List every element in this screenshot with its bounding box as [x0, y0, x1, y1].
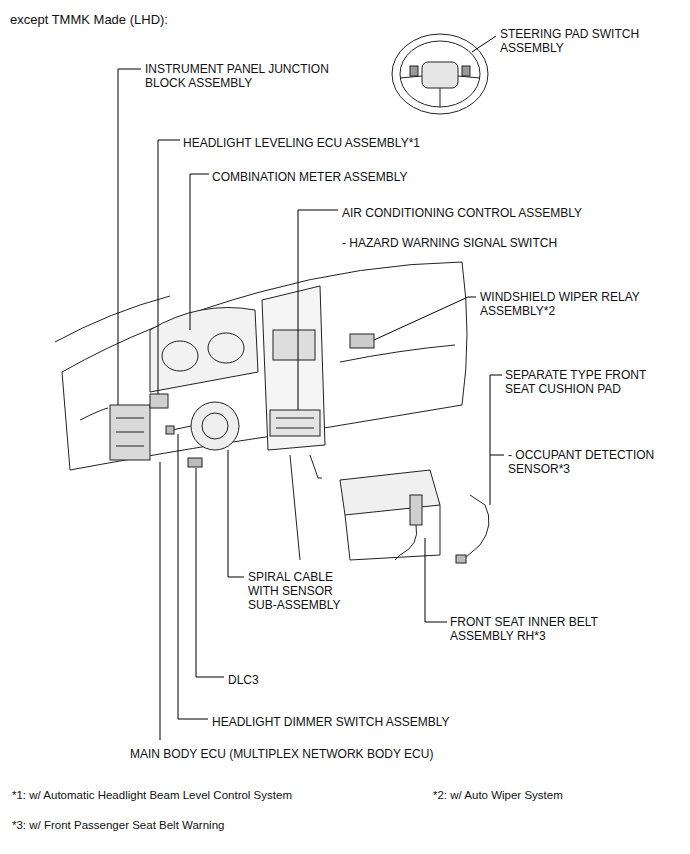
- seat-belt-buckle: [395, 495, 422, 560]
- label-slot: SPIRAL CABLE WITH SENSOR SUB-ASSEMBLY: [248, 570, 362, 613]
- console-part: [290, 455, 300, 560]
- console-part: [345, 505, 440, 560]
- center-stack: [262, 286, 325, 450]
- combination-meter: [150, 308, 258, 393]
- console-part: [310, 455, 322, 478]
- part-label: DLC3: [228, 673, 259, 687]
- label-slot: AIR CONDITIONING CONTROL ASSEMBLY: [342, 203, 582, 221]
- label-slot: COMBINATION METER ASSEMBLY: [212, 167, 408, 185]
- combination-meter-part: [162, 341, 198, 371]
- part-label: WINDSHIELD WIPER RELAY ASSEMBLY*2: [480, 290, 670, 318]
- dashboard-part: [62, 372, 70, 470]
- junction-block-part: [116, 418, 144, 419]
- dlc3-connector: [188, 458, 202, 467]
- label-slot: *2: w/ Auto Wiper System: [433, 785, 563, 803]
- label-slot: WINDSHIELD WIPER RELAY ASSEMBLY*2: [480, 290, 670, 319]
- label-slot: - OCCUPANT DETECTION SENSOR*3: [508, 448, 680, 477]
- dashboard-part: [462, 262, 467, 405]
- label-slot: STEERING PAD SWITCH ASSEMBLY: [500, 27, 676, 56]
- label-slot: INSTRUMENT PANEL JUNCTION BLOCK ASSEMBLY: [145, 62, 351, 91]
- steering-wheel-inset-part: [410, 66, 418, 76]
- part-label: HEADLIGHT LEVELING ECU ASSEMBLY*1: [183, 136, 420, 150]
- occupant-sensor-part: [456, 555, 466, 563]
- leader-lines: [118, 36, 504, 740]
- leader-lines-part: [490, 375, 502, 505]
- junction-block-part: [116, 446, 144, 447]
- center-stack-part: [276, 418, 314, 419]
- sub-part-label: - HAZARD WARNING SIGNAL SWITCH: [342, 236, 557, 250]
- label-slot: - HAZARD WARNING SIGNAL SWITCH: [342, 233, 557, 251]
- junction-block-part: [110, 405, 150, 460]
- junction-block: [110, 405, 150, 460]
- leader-lines-part: [118, 69, 141, 405]
- part-label: MAIN BODY ECU (MULTIPLEX NETWORK BODY EC…: [130, 747, 433, 761]
- console: [290, 455, 440, 560]
- steering-wheel-inset-part: [462, 66, 470, 76]
- steering-wheel-inset-part: [400, 41, 480, 107]
- label-slot: SEPARATE TYPE FRONT SEAT CUSHION PAD: [505, 368, 677, 397]
- center-stack-part: [262, 286, 325, 450]
- part-label: AIR CONDITIONING CONTROL ASSEMBLY: [342, 206, 582, 220]
- part-label: STEERING PAD SWITCH ASSEMBLY: [500, 27, 676, 55]
- steering-column: [166, 402, 239, 450]
- part-label: SEPARATE TYPE FRONT SEAT CUSHION PAD: [505, 368, 677, 396]
- leader-lines-part: [178, 434, 208, 719]
- title-slot: except TMMK Made (LHD):: [10, 10, 168, 28]
- steering-column-part: [172, 426, 191, 430]
- leader-lines-part: [490, 455, 504, 456]
- label-slot: *1: w/ Automatic Headlight Beam Level Co…: [12, 785, 292, 803]
- seat-belt-buckle-part: [410, 495, 422, 525]
- seat-belt-buckle-part: [395, 525, 417, 560]
- dashboard-part: [70, 405, 462, 470]
- steering-column-part: [191, 402, 239, 450]
- part-label: HEADLIGHT DIMMER SWITCH ASSEMBLY: [212, 715, 450, 729]
- label-slot: HEADLIGHT DIMMER SWITCH ASSEMBLY: [212, 712, 450, 730]
- part-label: COMBINATION METER ASSEMBLY: [212, 170, 408, 184]
- junction-block-part: [116, 432, 144, 433]
- label-slot: HEADLIGHT LEVELING ECU ASSEMBLY*1: [183, 133, 420, 151]
- leveling-ecu: [150, 394, 168, 408]
- leader-lines-part: [158, 140, 180, 394]
- combination-meter-part: [208, 333, 244, 363]
- combination-meter-part: [150, 308, 258, 393]
- part-label: SPIRAL CABLE WITH SENSOR SUB-ASSEMBLY: [248, 570, 362, 612]
- occupant-sensor: [456, 495, 489, 563]
- dashboard-part: [80, 408, 108, 420]
- console-part: [340, 470, 440, 515]
- label-slot: *3: w/ Front Passenger Seat Belt Warning: [12, 815, 224, 833]
- steering-wheel-inset-part: [440, 88, 441, 107]
- steering-wheel-inset: [392, 34, 488, 114]
- footnote: *2: w/ Auto Wiper System: [433, 788, 563, 802]
- part-label: FRONT SEAT INNER BELT ASSEMBLY RH*3: [450, 615, 640, 643]
- label-slot: MAIN BODY ECU (MULTIPLEX NETWORK BODY EC…: [130, 744, 433, 762]
- dashboard: [55, 262, 467, 470]
- wiper-relay: [350, 334, 374, 348]
- steering-wheel-inset-part: [392, 34, 488, 114]
- leader-lines-part: [190, 174, 209, 330]
- leader-lines-part: [298, 210, 338, 410]
- page-title: except TMMK Made (LHD):: [10, 13, 168, 27]
- center-stack-part: [273, 330, 315, 360]
- steering-wheel-inset-part: [422, 62, 458, 88]
- leader-lines-part: [374, 297, 476, 340]
- leader-lines-part: [160, 462, 161, 740]
- sub-part-label: - OCCUPANT DETECTION SENSOR*3: [508, 448, 680, 476]
- center-stack-part: [276, 428, 314, 429]
- label-slot: FRONT SEAT INNER BELT ASSEMBLY RH*3: [450, 615, 640, 644]
- steering-column-part: [166, 426, 174, 434]
- footnote: *1: w/ Automatic Headlight Beam Level Co…: [12, 788, 292, 802]
- steering-column-part: [202, 413, 228, 439]
- dashboard-part: [62, 262, 462, 372]
- footnote: *3: w/ Front Passenger Seat Belt Warning: [12, 818, 224, 832]
- leader-lines-part: [425, 538, 447, 622]
- label-slot: DLC3: [228, 670, 259, 688]
- part-label: INSTRUMENT PANEL JUNCTION BLOCK ASSEMBLY: [145, 62, 351, 90]
- center-stack-part: [270, 410, 320, 436]
- leader-lines-part: [228, 450, 244, 577]
- occupant-sensor-part: [465, 495, 489, 558]
- leader-lines-part: [196, 468, 224, 677]
- leader-lines-part: [472, 36, 496, 52]
